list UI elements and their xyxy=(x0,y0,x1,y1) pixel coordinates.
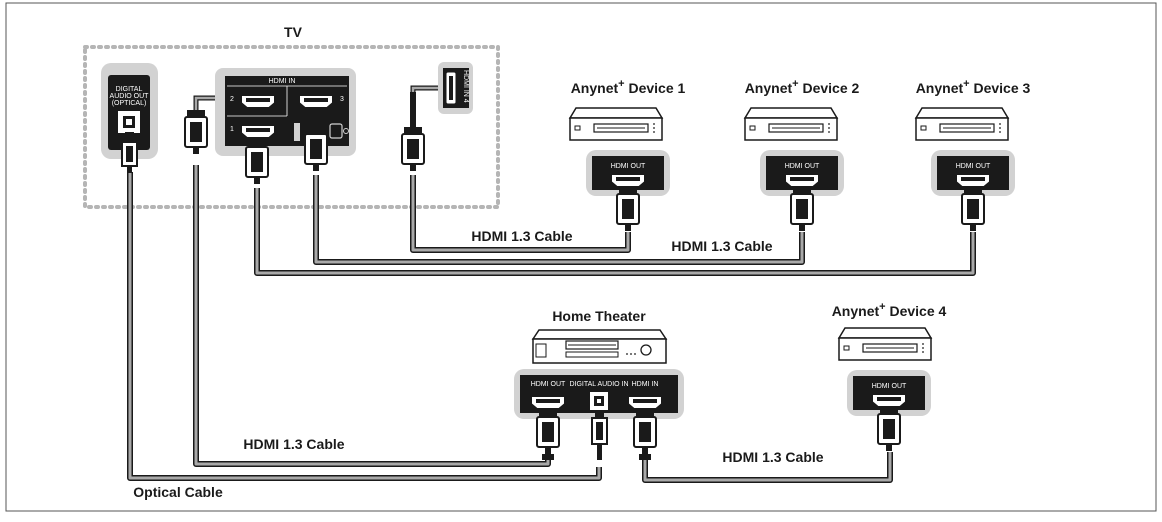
hdmi-port-3[interactable] xyxy=(298,94,334,109)
digital-label-1: DIGITAL xyxy=(116,86,143,93)
cable-label-hdmi-b: HDMI 1.3 Cable xyxy=(671,238,772,254)
cable-label-hdmi-a: HDMI 1.3 Cable xyxy=(471,228,572,244)
tv-outline xyxy=(83,45,500,209)
device-2-label: Anynet+ Device 2 xyxy=(745,78,860,96)
device-3-plug xyxy=(961,186,985,232)
ht-hdmi-out-label: HDMI OUT xyxy=(531,381,566,388)
device-3-hdmi-out[interactable] xyxy=(955,173,991,188)
port-1-label: 1 xyxy=(230,126,234,133)
anynet-device-2: Anynet+ Device 2 HDMI OUT xyxy=(744,78,860,232)
hdmi-in-4-label: HDMI IN 4 xyxy=(462,70,469,103)
cable-hdmi3-to-device2 xyxy=(314,175,804,264)
plug-hdmi2 xyxy=(184,109,208,155)
device-2-port-label: HDMI OUT xyxy=(785,163,820,170)
cable-theater-to-device4 xyxy=(643,452,892,482)
device-2-hdmi-out[interactable] xyxy=(784,173,820,188)
plug-hdmi3 xyxy=(304,126,328,172)
device-3-label: Anynet+ Device 3 xyxy=(916,78,1031,96)
hdmi-in-label: HDMI IN xyxy=(269,78,296,85)
plug-hdmi1 xyxy=(245,139,269,185)
ht-hdmi-out-port[interactable] xyxy=(530,395,566,410)
tv-optical-panel: DIGITAL AUDIO OUT (OPTICAL) xyxy=(101,63,158,173)
device-1-plug xyxy=(616,186,640,232)
device-1-hdmi-out[interactable] xyxy=(610,173,646,188)
ht-digital-in-label: DIGITAL AUDIO IN xyxy=(569,381,628,388)
cable-hdmi2-to-home-theater xyxy=(194,165,550,466)
ht-hdmi-in-label: HDMI IN xyxy=(632,381,659,388)
digital-label-3: (OPTICAL) xyxy=(112,100,147,107)
device-4-plug xyxy=(877,406,901,452)
device-1-port-label: HDMI OUT xyxy=(611,163,646,170)
tv-hdmi4-panel: HDMI IN 4 xyxy=(438,62,473,114)
home-theater-label: Home Theater xyxy=(552,308,646,324)
cable-label-hdmi-c: HDMI 1.3 Cable xyxy=(243,436,344,452)
device-4-port-label: HDMI OUT xyxy=(872,383,907,390)
anynet-device-1: Anynet+ Device 1 HDMI OUT xyxy=(569,78,686,232)
device-1-label: Anynet+ Device 1 xyxy=(571,78,686,96)
plug-hdmi4 xyxy=(401,126,425,172)
ht-hdmi-in-plug xyxy=(633,409,657,455)
device-4-hdmi-out[interactable] xyxy=(871,393,907,408)
cable-optical xyxy=(128,172,601,480)
hdmi-port-2[interactable] xyxy=(240,94,276,109)
cable-label-optical: Optical Cable xyxy=(133,484,223,500)
anynet-device-4: Anynet+ Device 4 HDMI OUT xyxy=(832,301,947,452)
digital-label-2: AUDIO OUT xyxy=(110,93,150,100)
anynet-device-3: Anynet+ Device 3 HDMI OUT xyxy=(915,78,1031,232)
tv-label: TV xyxy=(284,24,303,40)
port-2-label: 2 xyxy=(230,96,234,103)
cable-fills xyxy=(128,165,975,482)
cable-label-hdmi-d: HDMI 1.3 Cable xyxy=(722,449,823,465)
tv-hdmi-panel: HDMI IN 2 3 1 xyxy=(215,68,356,156)
home-theater: Home Theater HDMI OUT DIGITAL AUDIO IN H… xyxy=(514,308,684,460)
ht-hdmi-out-plug xyxy=(536,409,560,455)
hdmi-port-1[interactable] xyxy=(240,124,276,139)
device-2-plug xyxy=(790,186,814,232)
port-3-label: 3 xyxy=(340,96,344,103)
cable-hdmi4-to-device1 xyxy=(411,175,630,252)
home-theater-unit xyxy=(532,338,667,364)
ht-hdmi-in-port[interactable] xyxy=(627,395,663,410)
device-3-port-label: HDMI OUT xyxy=(956,163,991,170)
cable-hdmi1-to-device3 xyxy=(255,188,975,275)
device-4-label: Anynet+ Device 4 xyxy=(832,301,947,319)
